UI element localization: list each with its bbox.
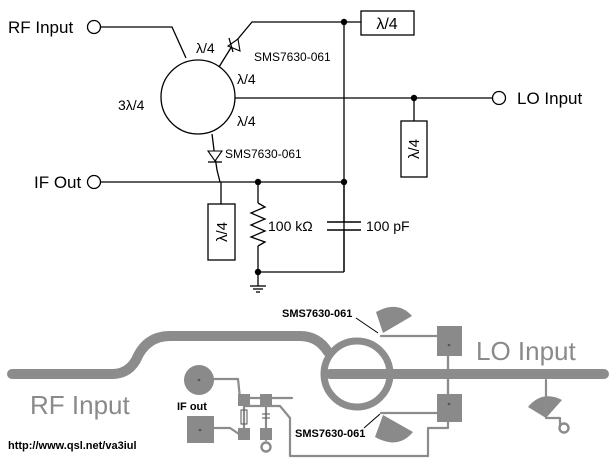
- pcb-ring: [320, 337, 394, 411]
- schematic: RF Input λ/4 λ/4 λ/4 3λ/4 SMS7630-061 λ/…: [8, 10, 582, 293]
- lo-stub-label: λ/4: [406, 139, 423, 159]
- layout-lo-input-label: LO Input: [476, 336, 577, 366]
- bottom-diode: [206, 150, 224, 163]
- if-out-port: [86, 174, 102, 190]
- resistor-label: 100 kΩ: [268, 218, 313, 234]
- lo-input-label: LO Input: [517, 89, 582, 108]
- capacitor-footprint: [262, 413, 270, 419]
- if-stub-label: λ/4: [214, 222, 231, 242]
- layout-if-out-label: IF out: [177, 401, 207, 413]
- top-diode-label: SMS7630-061: [254, 50, 331, 64]
- layout-diode-bottom-label: SMS7630-061: [295, 428, 365, 440]
- layout-diode-top-leader: [355, 317, 379, 334]
- ground-symbol: [250, 285, 266, 293]
- layout-diode-top-label: SMS7630-061: [282, 308, 352, 320]
- rf-input-label: RF Input: [8, 18, 73, 37]
- pad-smd-3: [260, 394, 272, 406]
- if-stub-box: [207, 203, 236, 261]
- pad-lo-top: [437, 326, 462, 356]
- ring-right-bottom-label: λ/4: [237, 113, 256, 129]
- junction-dot: [254, 268, 262, 276]
- rf-input-port: [86, 19, 102, 35]
- pad-smd-2: [238, 428, 250, 440]
- source-url: http://www.qsl.net/va3iul: [8, 440, 137, 452]
- pad-smd-1: [238, 394, 250, 406]
- pad-lo-bottom: [437, 394, 462, 422]
- junction-dot: [340, 18, 348, 26]
- junction-dot: [410, 94, 418, 102]
- top-stub-box: [360, 10, 415, 36]
- capacitor-label: 100 pF: [366, 218, 410, 234]
- ring-upper-left-label: λ/4: [196, 40, 215, 56]
- junction-dot: [340, 178, 348, 186]
- rat-race-ring: [160, 59, 236, 135]
- ring-right-top-label: λ/4: [237, 71, 256, 87]
- bottom-diode-label: SMS7630-061: [225, 147, 302, 161]
- top-stub-label: λ/4: [376, 16, 397, 33]
- via: [260, 441, 272, 453]
- ring-left-label: 3λ/4: [118, 97, 145, 113]
- lo-stub-box: [400, 120, 428, 178]
- if-out-label: IF Out: [34, 173, 82, 192]
- rf-trace: [7, 331, 333, 379]
- pad-smd-4: [260, 428, 272, 440]
- layout-rf-input-label: RF Input: [30, 390, 130, 420]
- junction-dots: [254, 18, 418, 276]
- via-dots: [197, 343, 451, 432]
- vias: [260, 422, 570, 453]
- layout-diode-bottom-leader: [363, 413, 381, 429]
- lo-input-port: [491, 90, 507, 106]
- bottom-radial-stub: [375, 415, 413, 443]
- pcb-layout: SMS7630-061 SMS7630-061 LO Input RF Inpu…: [7, 306, 609, 458]
- junction-dot: [254, 178, 262, 186]
- resistor-symbol: [249, 202, 267, 247]
- via: [558, 422, 570, 434]
- rf-input-wire: [101, 26, 187, 59]
- top-diode: [226, 37, 241, 53]
- top-radial-stub: [376, 306, 412, 333]
- top-diode-wire: [218, 21, 344, 68]
- resistor-footprint: [240, 409, 248, 425]
